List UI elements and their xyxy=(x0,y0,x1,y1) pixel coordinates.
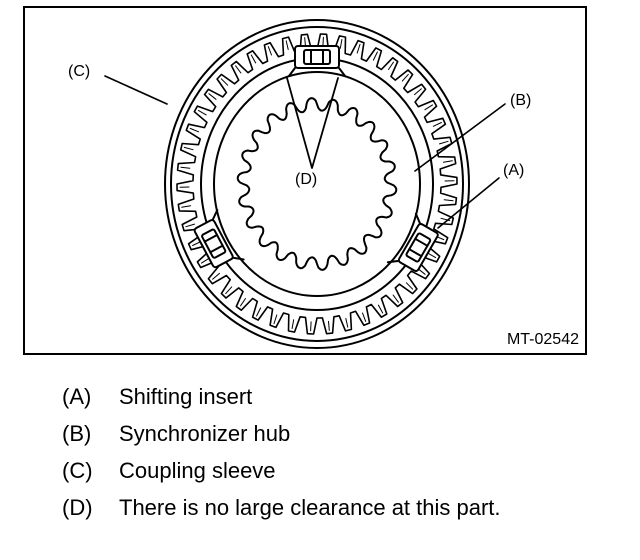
shifting-insert-left xyxy=(193,208,245,269)
tooth-mark xyxy=(185,223,195,228)
tooth-mark xyxy=(388,61,394,70)
hub-spline-bore xyxy=(236,97,398,271)
tooth-mark xyxy=(183,146,194,151)
tooth-mark xyxy=(328,320,330,331)
tooth-mark xyxy=(414,88,422,96)
callout-label-b: (B) xyxy=(510,92,532,109)
figure-frame: (C) (B) (A) (D) MT-02542 xyxy=(23,6,587,355)
legend-key: (D) xyxy=(62,495,93,520)
leader-line-c xyxy=(104,75,168,105)
tooth-mark xyxy=(291,319,295,329)
tooth-mark xyxy=(192,241,202,246)
sleeve-teeth xyxy=(176,33,458,335)
tooth-mark xyxy=(240,298,246,307)
tooth-mark xyxy=(439,140,449,145)
leader-line-a xyxy=(437,177,500,229)
shifting-insert-top xyxy=(288,45,346,77)
tooth-mark xyxy=(432,122,442,127)
tooth-mark xyxy=(427,252,437,259)
tooth-mark xyxy=(208,93,217,100)
tooth-mark xyxy=(392,294,399,303)
tooth-mark xyxy=(220,78,229,86)
figure-code: MT-02542 xyxy=(506,331,579,348)
synchronizer-diagram xyxy=(104,19,506,349)
callout-label-c: (C) xyxy=(68,63,91,80)
sleeve-tooth-band xyxy=(176,33,458,335)
sleeve-outer-ring-2 xyxy=(170,26,464,342)
tooth-mark xyxy=(377,304,384,314)
tooth-mark xyxy=(273,314,278,325)
tooth-mark xyxy=(256,307,262,317)
tooth-mark xyxy=(401,73,409,82)
tooth-mark xyxy=(345,318,349,328)
legend-key: (A) xyxy=(62,384,92,409)
tooth-mark xyxy=(362,312,367,322)
legend-key: (B) xyxy=(62,421,92,446)
sleeve-outer-ring xyxy=(164,19,470,349)
tooth-mark xyxy=(442,160,453,163)
legend-key: (C) xyxy=(62,458,93,483)
tooth-mark xyxy=(235,65,242,74)
legend-text: Synchronizer hub xyxy=(119,421,291,446)
tooth-mark xyxy=(250,54,257,64)
legend-text: There is no large clearance at this part… xyxy=(119,495,501,520)
tooth-mark xyxy=(285,40,289,50)
hub-ring-inner xyxy=(213,71,421,297)
tooth-mark xyxy=(201,257,210,264)
legend-text: Coupling sleeve xyxy=(119,458,276,483)
tooth-mark xyxy=(424,104,433,111)
leader-line-b xyxy=(414,103,506,172)
legend-text: Shifting insert xyxy=(119,384,253,409)
tooth-mark xyxy=(225,286,233,295)
shifting-insert-right xyxy=(386,212,439,272)
tooth-mark xyxy=(181,205,192,208)
tooth-mark xyxy=(405,282,414,290)
tooth-mark xyxy=(356,43,361,54)
tooth-mark xyxy=(189,127,199,133)
tooth-mark xyxy=(443,199,454,202)
tooth-mark xyxy=(322,36,324,47)
callout-label-a: (A) xyxy=(503,162,525,179)
callout-label-d: (D) xyxy=(295,171,318,188)
tooth-mark xyxy=(339,39,343,49)
tooth-mark xyxy=(310,321,312,332)
tooth-mark xyxy=(180,166,191,169)
tooth-mark xyxy=(267,46,272,56)
tooth-mark xyxy=(212,272,220,280)
clearance-wedge-d xyxy=(286,77,339,169)
tooth-mark xyxy=(197,109,207,116)
tooth-mark xyxy=(372,51,378,61)
shifting-inserts xyxy=(193,45,439,272)
